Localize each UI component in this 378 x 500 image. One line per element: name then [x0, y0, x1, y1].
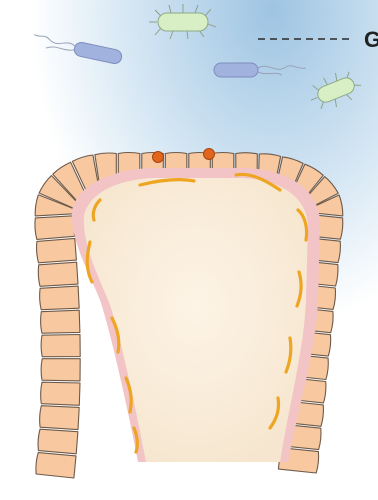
- epithelial-cell: [41, 335, 80, 357]
- epithelial-cell: [40, 286, 80, 310]
- epithelial-cell: [40, 406, 80, 430]
- epithelial-cell: [38, 429, 78, 454]
- structure-label: G: [364, 27, 378, 52]
- epithelial-cell: [37, 238, 77, 262]
- epithelial-cell: [35, 216, 75, 240]
- epithelial-cell: [41, 310, 80, 333]
- epithelial-cell: [41, 359, 80, 381]
- cell-dot: [204, 149, 215, 160]
- epithelial-cell: [41, 382, 80, 405]
- epithelial-cell: [38, 262, 78, 286]
- epithelial-cell: [36, 453, 76, 478]
- cell-dot: [153, 152, 164, 163]
